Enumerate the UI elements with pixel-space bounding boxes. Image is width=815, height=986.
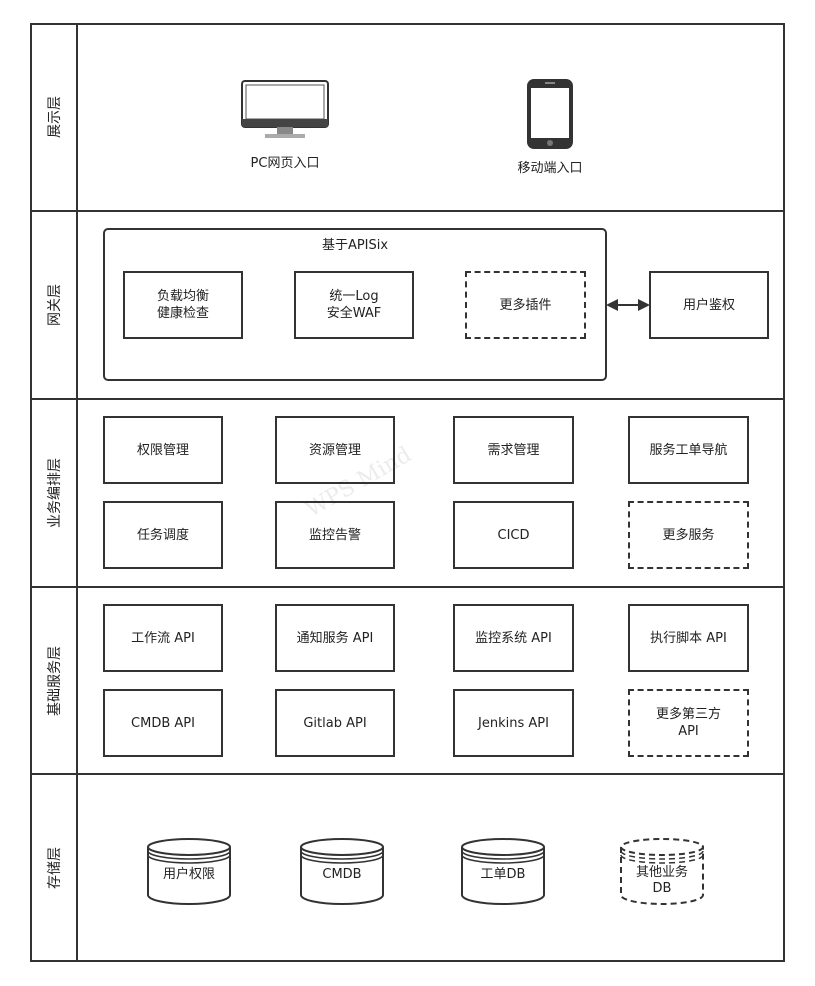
gateway-box-log-waf: 统一Log 安全WAF [294,271,414,339]
layer-divider [30,586,785,588]
api-box: 执行脚本 API [628,604,749,672]
gateway-box-more-plugins: 更多插件 [465,271,586,339]
api-box: Gitlab API [275,689,395,757]
desktop-monitor-icon [241,80,329,138]
gateway-box-load-balance: 负载均衡 健康检查 [123,271,243,339]
apisix-title: 基于APISix [321,238,389,253]
business-box: 监控告警 [275,501,395,569]
layer-divider [30,210,785,212]
api-box: Jenkins API [453,689,574,757]
api-box: 通知服务 API [275,604,395,672]
database-cylinder: CMDB [299,837,385,907]
api-box: CMDB API [103,689,223,757]
business-box: 资源管理 [275,416,395,484]
apisix-container [103,228,607,381]
layer-label-business: 业务编排层 [30,399,77,587]
db-label: CMDB [322,867,362,882]
database-cylinder: 工单DB [460,837,546,907]
layer-label-text: 存储层 [46,847,63,889]
database-icon [300,838,384,905]
database-cylinder-more: 其他业务 DB [619,837,705,907]
db-label: 用户权限 [162,867,215,882]
layer-divider [30,398,785,400]
api-box-more: 更多第三方 API [628,689,749,757]
api-box: 工作流 API [103,604,223,672]
db-label: 其他业务 DB [635,865,688,896]
layer-label-gateway: 网关层 [30,211,77,399]
database-icon [461,838,545,905]
layer-label-text: 网关层 [46,284,63,326]
layer-label-text: 基础服务层 [46,645,63,716]
bidirectional-arrow-icon [606,299,650,311]
user-auth-box: 用户鉴权 [649,271,769,339]
api-box: 监控系统 API [453,604,574,672]
business-box: 任务调度 [103,501,223,569]
diagram-frame [30,23,785,962]
business-box-more: 更多服务 [628,501,749,569]
layer-label-presentation: 展示层 [30,23,77,211]
db-label: 工单DB [480,867,526,882]
layer-divider [30,773,785,775]
layer-label-storage: 存储层 [30,774,77,962]
mobile-entry-label: 移动端入口 [517,161,583,176]
layer-label-text: 展示层 [46,96,63,138]
business-box: CICD [453,501,574,569]
label-column-divider [76,23,78,962]
business-box: 服务工单导航 [628,416,749,484]
database-icon [620,838,704,905]
database-cylinder: 用户权限 [146,837,232,907]
business-box: 需求管理 [453,416,574,484]
layer-label-text: 业务编排层 [46,458,63,528]
layer-label-base: 基础服务层 [30,587,77,774]
mobile-phone-icon [527,79,573,149]
pc-entry-label: PC网页入口 [250,156,320,171]
business-box: 权限管理 [103,416,223,484]
database-icon [147,838,231,905]
